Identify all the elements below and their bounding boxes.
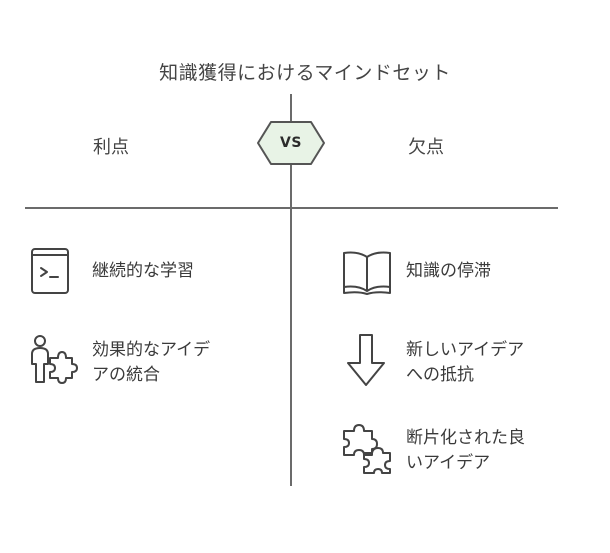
puzzle-pieces-icon <box>340 421 394 475</box>
disadvantage-item-resistance: 新しいアイデア への抵抗 <box>344 333 594 393</box>
advantage-label: 継続的な学習 <box>92 261 194 281</box>
terminal-icon <box>28 247 72 297</box>
disadvantages-header: 欠点 <box>408 137 444 158</box>
arrow-down-icon <box>344 333 388 387</box>
person-puzzle-icon <box>26 332 78 388</box>
advantages-header: 利点 <box>93 137 129 158</box>
disadvantage-label-line-2: いアイデア <box>406 453 491 473</box>
disadvantage-item-fragmentation: 断片化された良 いアイデア <box>340 421 590 481</box>
diagram-title: 知識獲得におけるマインドセット <box>159 62 451 84</box>
disadvantage-label-line-2: への抵抗 <box>406 365 474 385</box>
advantage-label-line-1: 効果的なアイデ <box>92 340 211 360</box>
horizontal-divider <box>25 207 558 209</box>
open-book-icon <box>340 247 394 295</box>
advantage-item-idea-integration: 効果的なアイデ アの統合 <box>26 332 276 392</box>
vs-label: VS <box>280 135 302 151</box>
advantage-label-line-2: アの統合 <box>92 365 160 385</box>
disadvantage-item-knowledge-stagnation: 知識の停滞 <box>340 247 590 297</box>
disadvantage-label: 知識の停滞 <box>406 261 491 281</box>
vs-badge <box>256 118 326 168</box>
disadvantage-label-line-1: 断片化された良 <box>406 428 525 448</box>
vertical-divider <box>290 94 292 486</box>
disadvantage-label-line-1: 新しいアイデア <box>406 340 525 360</box>
advantage-item-continuous-learning: 継続的な学習 <box>28 247 278 297</box>
